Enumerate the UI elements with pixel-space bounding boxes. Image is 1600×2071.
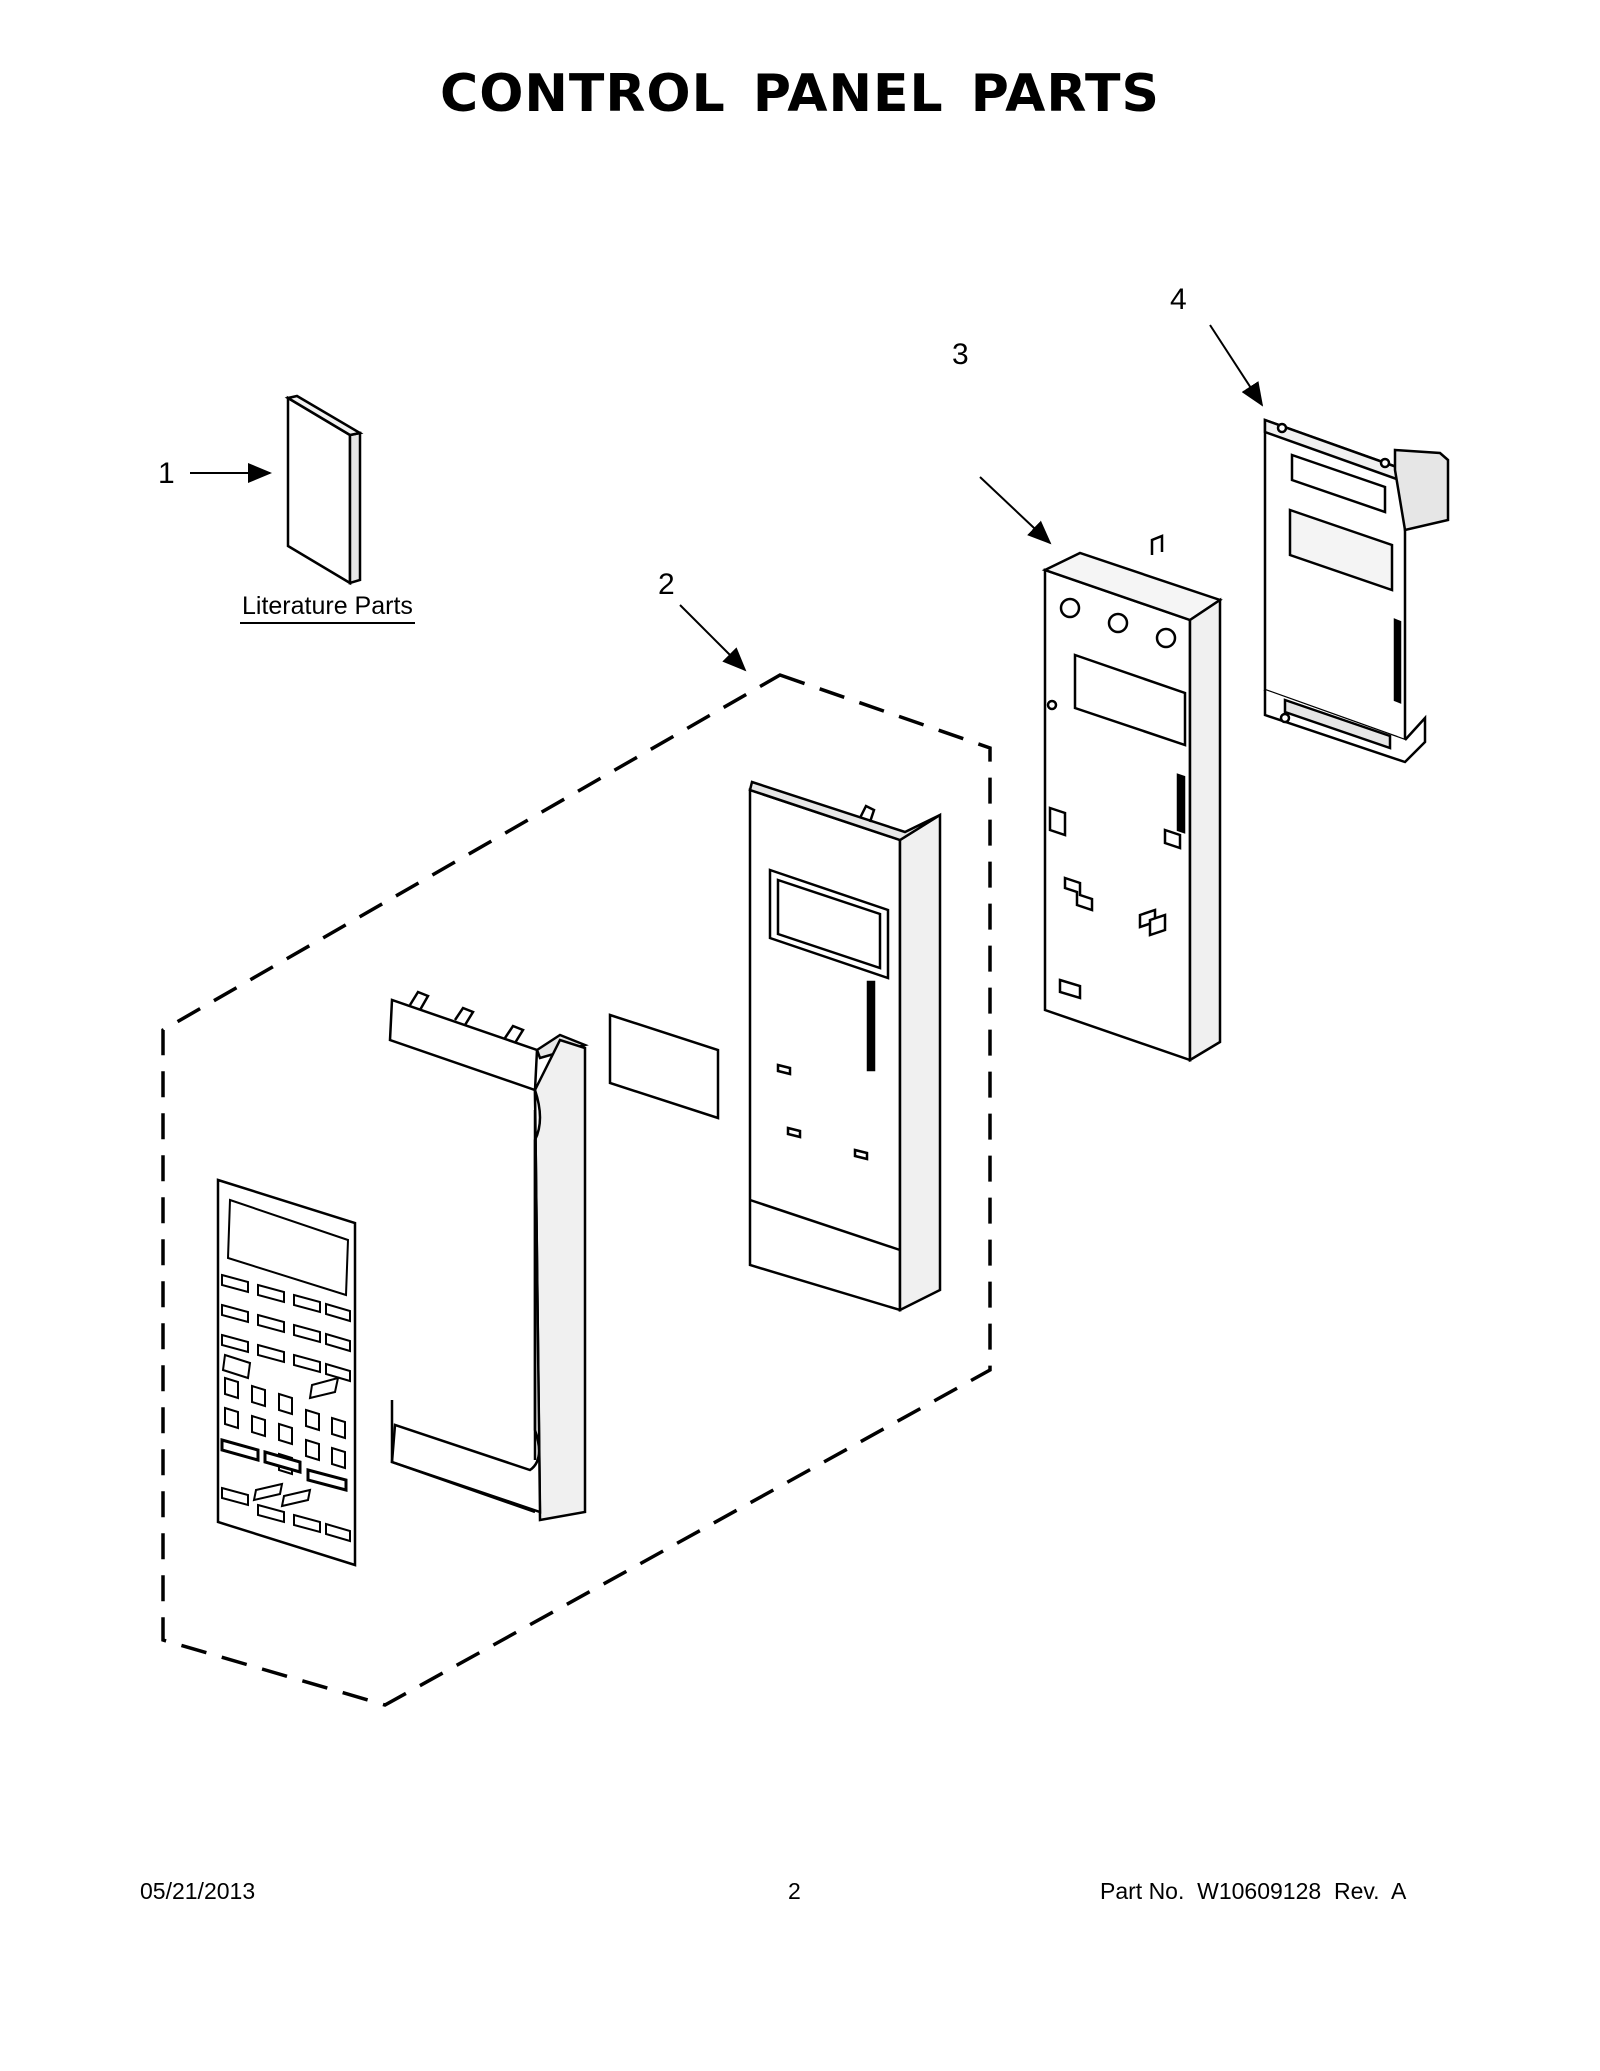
panel-backing [1041,534,1223,1063]
leader-arrow-3 [979,476,1052,545]
keypad-buttons [220,1273,351,1543]
footer-part-number: Part No. W10609128 Rev. A [1100,1878,1407,1904]
control-panel-frame [388,990,589,1522]
display-window [608,1013,720,1120]
control-panel-housing [748,780,942,1313]
footer-date: 05/21/2013 [140,1878,256,1904]
literature-parts-label: Literature Parts [240,590,415,624]
leader-arrow-2 [679,604,747,672]
literature-booklet [284,394,364,586]
assembly-boundary [161,673,992,1707]
electronic-control-board [1263,418,1450,764]
callout-4: 4 [1170,283,1187,316]
footer-page-number: 2 [788,1878,801,1904]
leader-arrow-4 [1209,324,1264,407]
page-title: CONTROL PANEL PARTS [440,64,1160,124]
keypad-overlay [216,1178,357,1567]
callout-3: 3 [952,338,969,371]
callout-1: 1 [158,457,175,490]
callout-2: 2 [658,568,675,601]
